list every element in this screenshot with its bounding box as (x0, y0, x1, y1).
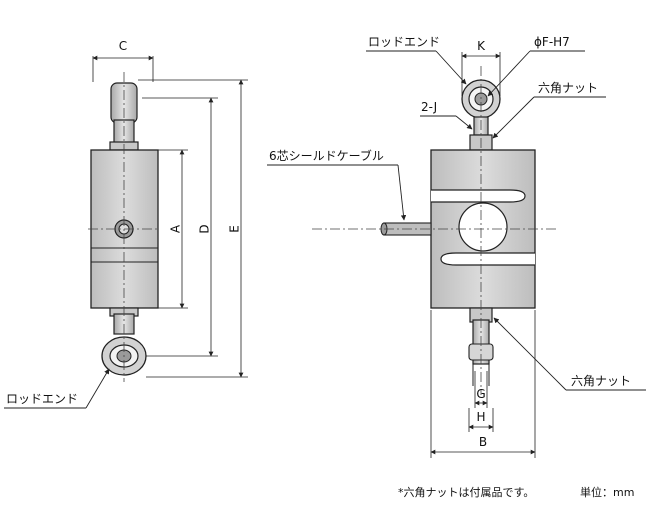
cable-callout: 6芯シールドケーブル (267, 148, 407, 221)
label-C: C (119, 39, 127, 53)
dim-D: D (142, 97, 218, 357)
dim-H: H (468, 408, 494, 432)
dim-G: G (474, 371, 488, 408)
footer-unit: 単位：mm (580, 485, 634, 499)
dim-B: B (430, 310, 536, 458)
dim-K: K (461, 39, 501, 96)
dim-C: C (92, 39, 154, 82)
footer: *六角ナットは付属品です。 単位：mm (398, 485, 634, 499)
label-K: K (477, 39, 486, 53)
label-H: H (476, 410, 485, 424)
label-bolt: 2-J (421, 100, 437, 114)
dim-E: E (138, 79, 248, 378)
label-cable: 6芯シールドケーブル (269, 148, 384, 163)
label-G: G (476, 387, 485, 401)
label-B: B (479, 435, 487, 449)
label-A: A (169, 224, 183, 233)
side-view: C A D E ロッドエンド (4, 39, 248, 409)
label-hex-nut-bottom: 六角ナット (571, 374, 631, 388)
hex-nut-top-callout: 六角ナット (492, 81, 606, 139)
hex-nut-bottom-callout: 六角ナット (493, 317, 646, 391)
footer-note: *六角ナットは付属品です。 (398, 486, 534, 499)
side-rod-end-callout: ロッドエンド (4, 368, 110, 409)
label-front-rod-end: ロッドエンド (368, 35, 440, 49)
front-rod-end-callout: ロッドエンド (366, 35, 467, 85)
dim-A: A (158, 149, 188, 309)
fit-callout: ϕF-H7 (487, 35, 585, 97)
bolt-callout: 2-J (420, 100, 473, 130)
label-E: E (228, 225, 242, 233)
label-hex-nut-top: 六角ナット (538, 81, 598, 95)
label-D: D (198, 224, 212, 233)
front-view: K ロッドエンド ϕF-H7 六角ナット 2-J (267, 35, 646, 458)
label-fit: ϕF-H7 (534, 35, 570, 49)
label-side-rod-end: ロッドエンド (6, 392, 78, 406)
